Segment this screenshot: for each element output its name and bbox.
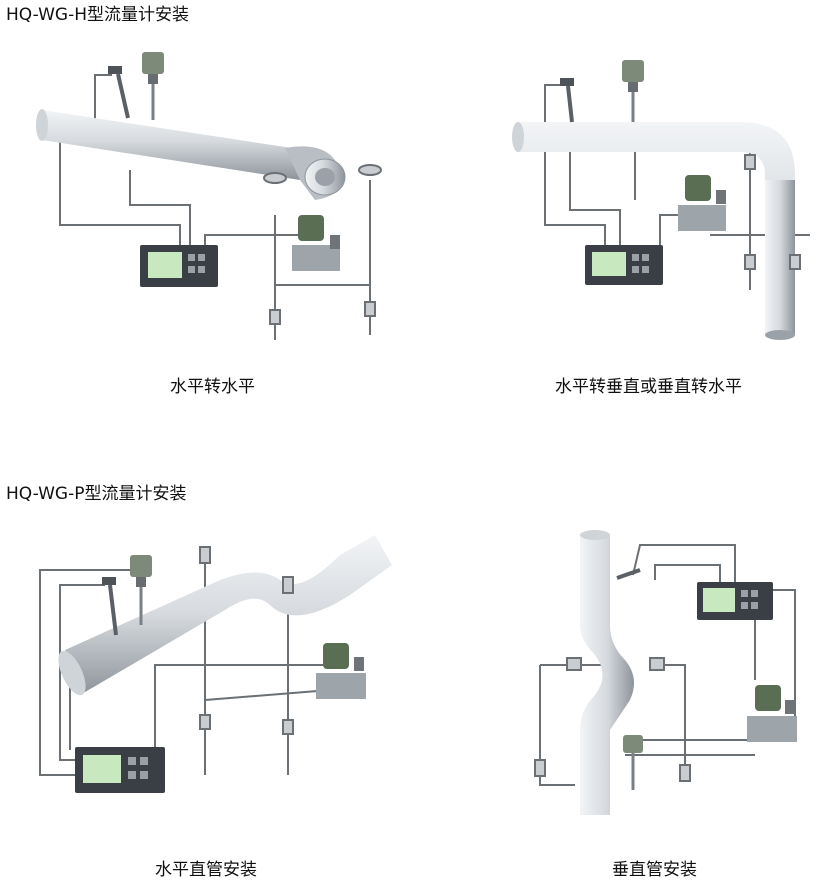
diagram-horizontal-straight [39,535,392,793]
pipe-offset [58,535,392,696]
pipe-elbow [512,122,795,340]
differential-transmitter-icon [747,685,797,742]
figure-horizontal-to-vertical [510,50,810,350]
flow-display-icon [585,245,663,285]
pressure-transmitter-icon [142,52,164,120]
pipe-vertical-offset [580,530,634,815]
figure-horizontal-straight [30,525,410,825]
flow-display-icon [75,747,165,793]
differential-transmitter-icon [316,643,366,699]
section-title-h: HQ-WG-H型流量计安装 [6,5,189,25]
pipe-horizontal [36,109,346,200]
valve-icon [534,657,691,782]
figure-vertical-pipe [525,530,810,825]
diagram-horizontal-to-horizontal [36,52,382,340]
differential-transmitter-icon [292,215,340,271]
valve-icon [199,546,294,735]
caption-horizontal-to-vertical: 水平转垂直或垂直转水平 [555,377,742,397]
caption-vertical-pipe: 垂直管安装 [612,860,697,880]
figure-horizontal-to-horizontal [30,40,410,340]
temperature-probe-icon [616,568,641,580]
valve-icon [263,164,382,325]
temperature-probe-icon [108,66,130,119]
valve-icon [744,154,801,270]
temperature-probe-icon [102,577,118,636]
pressure-transmitter-icon [622,60,644,122]
diagram-vertical-pipe [534,530,797,815]
signal-wires [59,74,371,340]
pressure-transmitter-icon [130,555,152,625]
flow-display-icon [697,582,773,620]
temperature-probe-icon [560,78,574,123]
caption-horizontal-to-horizontal: 水平转水平 [170,377,255,397]
differential-transmitter-icon [678,175,726,231]
section-title-p: HQ-WG-P型流量计安装 [6,484,187,504]
pressure-transmitter-icon [623,735,643,790]
flow-display-icon [140,245,218,287]
caption-horizontal-straight: 水平直管安装 [155,860,257,880]
diagram-horizontal-to-vertical [512,60,810,340]
